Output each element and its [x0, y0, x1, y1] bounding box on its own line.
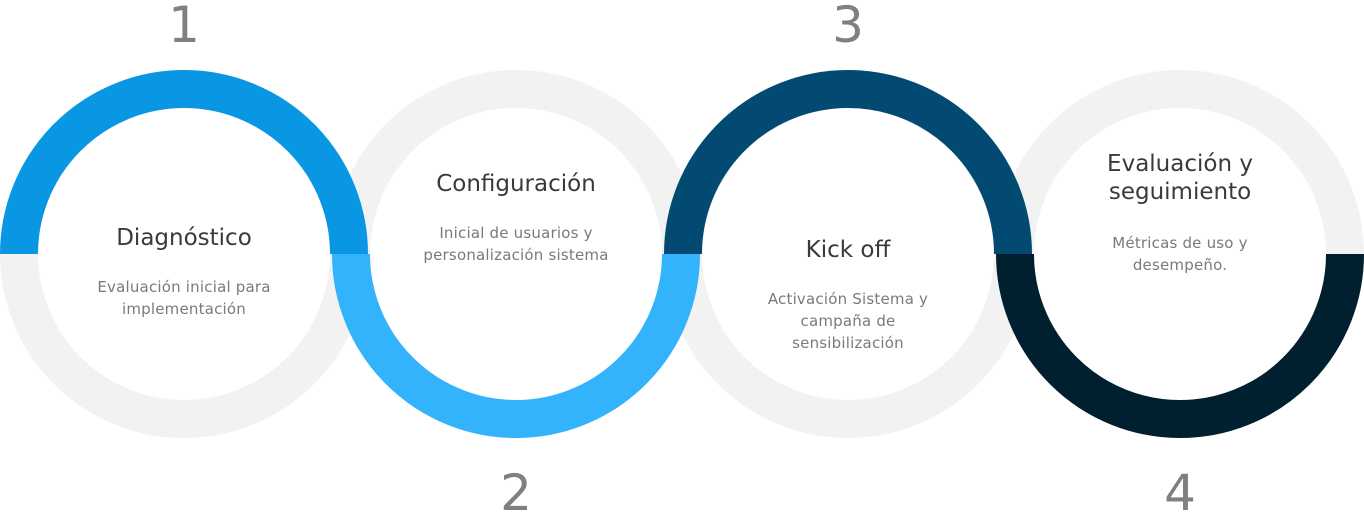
step-4-title: Evaluación y seguimiento: [1107, 151, 1253, 205]
step-1-title: Diagnóstico: [116, 225, 252, 251]
step-4-description: Métricas de uso y desempeño.: [1112, 234, 1248, 274]
step-2-number: 2: [500, 464, 532, 522]
step-2-title: Configuración: [436, 171, 596, 197]
step-4-number: 4: [1164, 464, 1196, 522]
arc-step-2: [332, 253, 700, 438]
arc-step-3: [664, 70, 1032, 255]
step-3-number: 3: [832, 0, 864, 54]
step-3-title: Kick off: [805, 237, 891, 263]
step-3-description: Activación Sistema y campaña de sensibil…: [767, 290, 929, 352]
step-1-number: 1: [168, 0, 200, 54]
step-2-description: Inicial de usuarios y personalización si…: [423, 224, 609, 264]
step-1-description: Evaluación inicial para implementación: [97, 278, 271, 318]
arc-step-4: [996, 253, 1364, 438]
arc-step-1: [0, 70, 368, 255]
